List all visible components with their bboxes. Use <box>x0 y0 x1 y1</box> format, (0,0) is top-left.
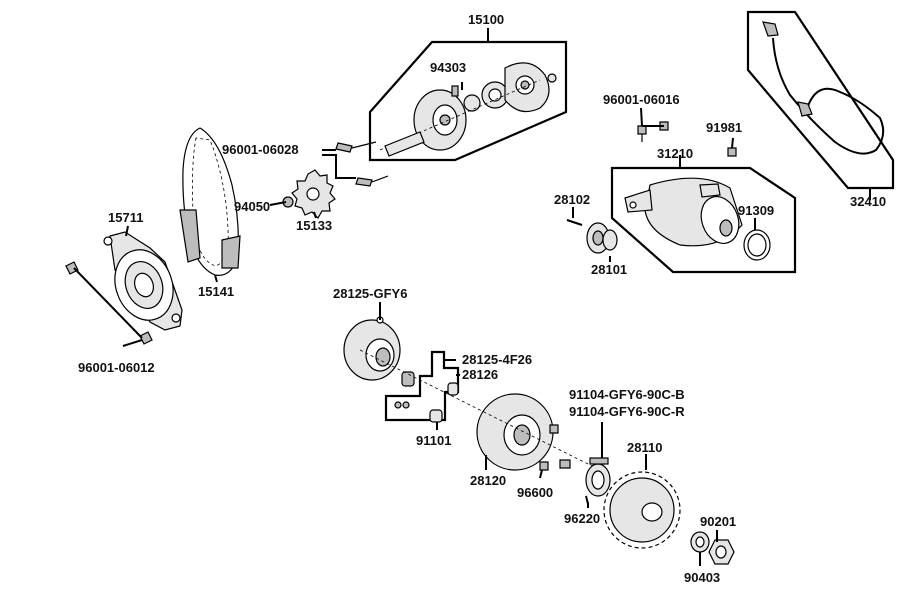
label-28120: 28120 <box>470 473 506 488</box>
starter-bolts <box>637 121 669 142</box>
label-96600: 96600 <box>517 485 553 500</box>
label-31210: 31210 <box>657 146 693 161</box>
label-94303: 94303 <box>430 60 466 75</box>
label-15711: 15711 <box>108 210 143 225</box>
label-15100: 15100 <box>468 12 504 27</box>
label-96001-06028: 96001-06028 <box>222 142 299 157</box>
label-28101: 28101 <box>591 262 627 277</box>
drive-chain <box>179 127 241 276</box>
label-96001-06016: 96001-06016 <box>603 92 680 107</box>
label-91981: 91981 <box>706 120 742 135</box>
leader-lines <box>122 82 756 566</box>
label-28110: 28110 <box>627 440 662 455</box>
label-96001-06012: 96001-06012 <box>78 360 155 375</box>
label-96220: 96220 <box>564 511 600 526</box>
label-28125-GFY6: 28125-GFY6 <box>333 286 407 301</box>
label-91104-GFY6-90C-R: 91104-GFY6-90C-R <box>569 404 685 419</box>
label-32410: 32410 <box>850 194 886 209</box>
crank-cover <box>65 231 183 345</box>
label-15133: 15133 <box>296 218 332 233</box>
sprocket <box>282 169 336 219</box>
starter-motor-group <box>610 147 797 274</box>
label-28125-4F26: 28125-4F26 <box>462 352 532 367</box>
label-94050: 94050 <box>234 199 270 214</box>
starter-cable-group <box>746 10 895 200</box>
label-28102: 28102 <box>554 192 590 207</box>
label-91104-GFY6-90C-B: 91104-GFY6-90C-B <box>569 387 685 402</box>
label-91309: 91309 <box>738 203 774 218</box>
label-28126: 28126 <box>462 367 498 382</box>
starter-idle-gear <box>566 219 618 254</box>
label-90201: 90201 <box>700 514 736 529</box>
starter-clutch <box>343 316 735 565</box>
oil-pump-group <box>335 28 568 187</box>
label-15141: 15141 <box>198 284 234 299</box>
label-91101: 91101 <box>416 433 451 448</box>
label-90403: 90403 <box>684 570 720 585</box>
part-labels: 15100 94303 96001-06028 94050 15133 1571… <box>78 12 886 585</box>
